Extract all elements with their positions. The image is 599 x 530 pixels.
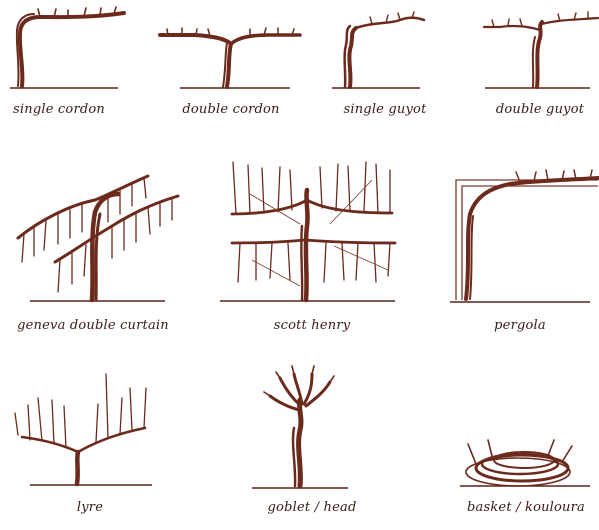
lyre-drawing bbox=[15, 374, 152, 485]
basket-kouloura-drawing bbox=[460, 440, 590, 486]
single-guyot-drawing bbox=[332, 12, 424, 88]
caption-basket-kouloura: basket / kouloura bbox=[467, 500, 585, 515]
caption-goblet-head: goblet / head bbox=[268, 500, 357, 515]
caption-lyre: lyre bbox=[77, 500, 103, 515]
goblet-head-drawing bbox=[252, 366, 348, 488]
caption-pergola: pergola bbox=[494, 318, 546, 333]
scott-henry-drawing bbox=[220, 162, 395, 301]
caption-single-guyot: single guyot bbox=[344, 102, 427, 117]
caption-double-guyot: double guyot bbox=[496, 102, 584, 117]
geneva-double-curtain-drawing bbox=[18, 176, 178, 301]
caption-single-cordon: single cordon bbox=[13, 102, 105, 117]
single-cordon-drawing bbox=[10, 7, 124, 88]
double-cordon-drawing bbox=[160, 28, 300, 88]
caption-double-cordon: double cordon bbox=[182, 102, 279, 117]
caption-geneva-double-curtain: geneva double curtain bbox=[17, 318, 169, 333]
caption-scott-henry: scott henry bbox=[274, 318, 351, 333]
pergola-drawing bbox=[450, 170, 598, 302]
double-guyot-drawing bbox=[484, 12, 598, 88]
